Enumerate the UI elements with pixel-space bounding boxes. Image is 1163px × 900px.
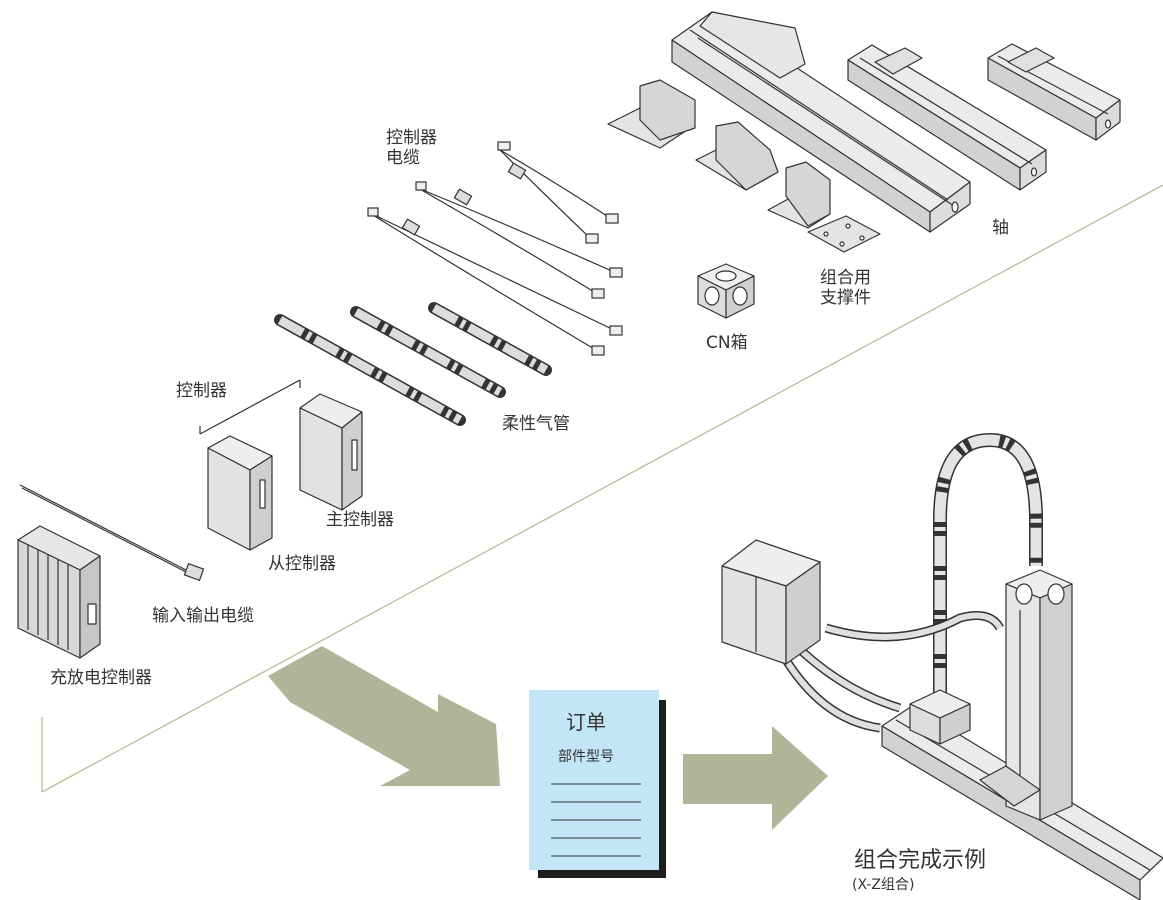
charge-controller-part [17,525,101,659]
flexible-tubes [274,302,552,426]
order-title: 订单 [566,710,606,734]
label-combo-support: 组合用 支撑件 [820,268,900,308]
parts-tray-frame [41,184,1163,793]
controller-cables [367,141,623,356]
label-flexible-tube: 柔性气管 [502,414,570,434]
label-slave-controller: 从控制器 [268,554,336,574]
label-charge-controller: 充放电控制器 [50,668,152,688]
controller-units [199,379,363,551]
label-axis: 轴 [992,218,1009,238]
label-controller-cable-line2: 电缆 [386,148,420,168]
assembled-example [721,433,1163,900]
io-cable-part [19,484,205,582]
cn-box-part [697,263,755,319]
label-combo-support-line1: 组合用 [820,268,871,288]
example-subtitle: (X-Z组合) [852,877,915,893]
axis-actuators [671,11,1121,233]
example-title: 组合完成示例 [854,848,987,873]
label-controller-cable-line1: 控制器 [386,128,437,148]
label-controller-cable: 控制器 电缆 [386,128,466,168]
label-combo-support-line2: 支撑件 [820,288,871,308]
label-cn-box: CN箱 [706,333,748,353]
label-master-controller: 主控制器 [326,510,394,530]
order-subtitle: 部件型号 [558,749,614,765]
label-controller: 控制器 [176,381,227,401]
order-sheet [529,690,666,878]
process-arrows [268,646,828,830]
combo-support-brackets [607,79,881,253]
label-io-cable: 输入输出电缆 [152,606,254,626]
